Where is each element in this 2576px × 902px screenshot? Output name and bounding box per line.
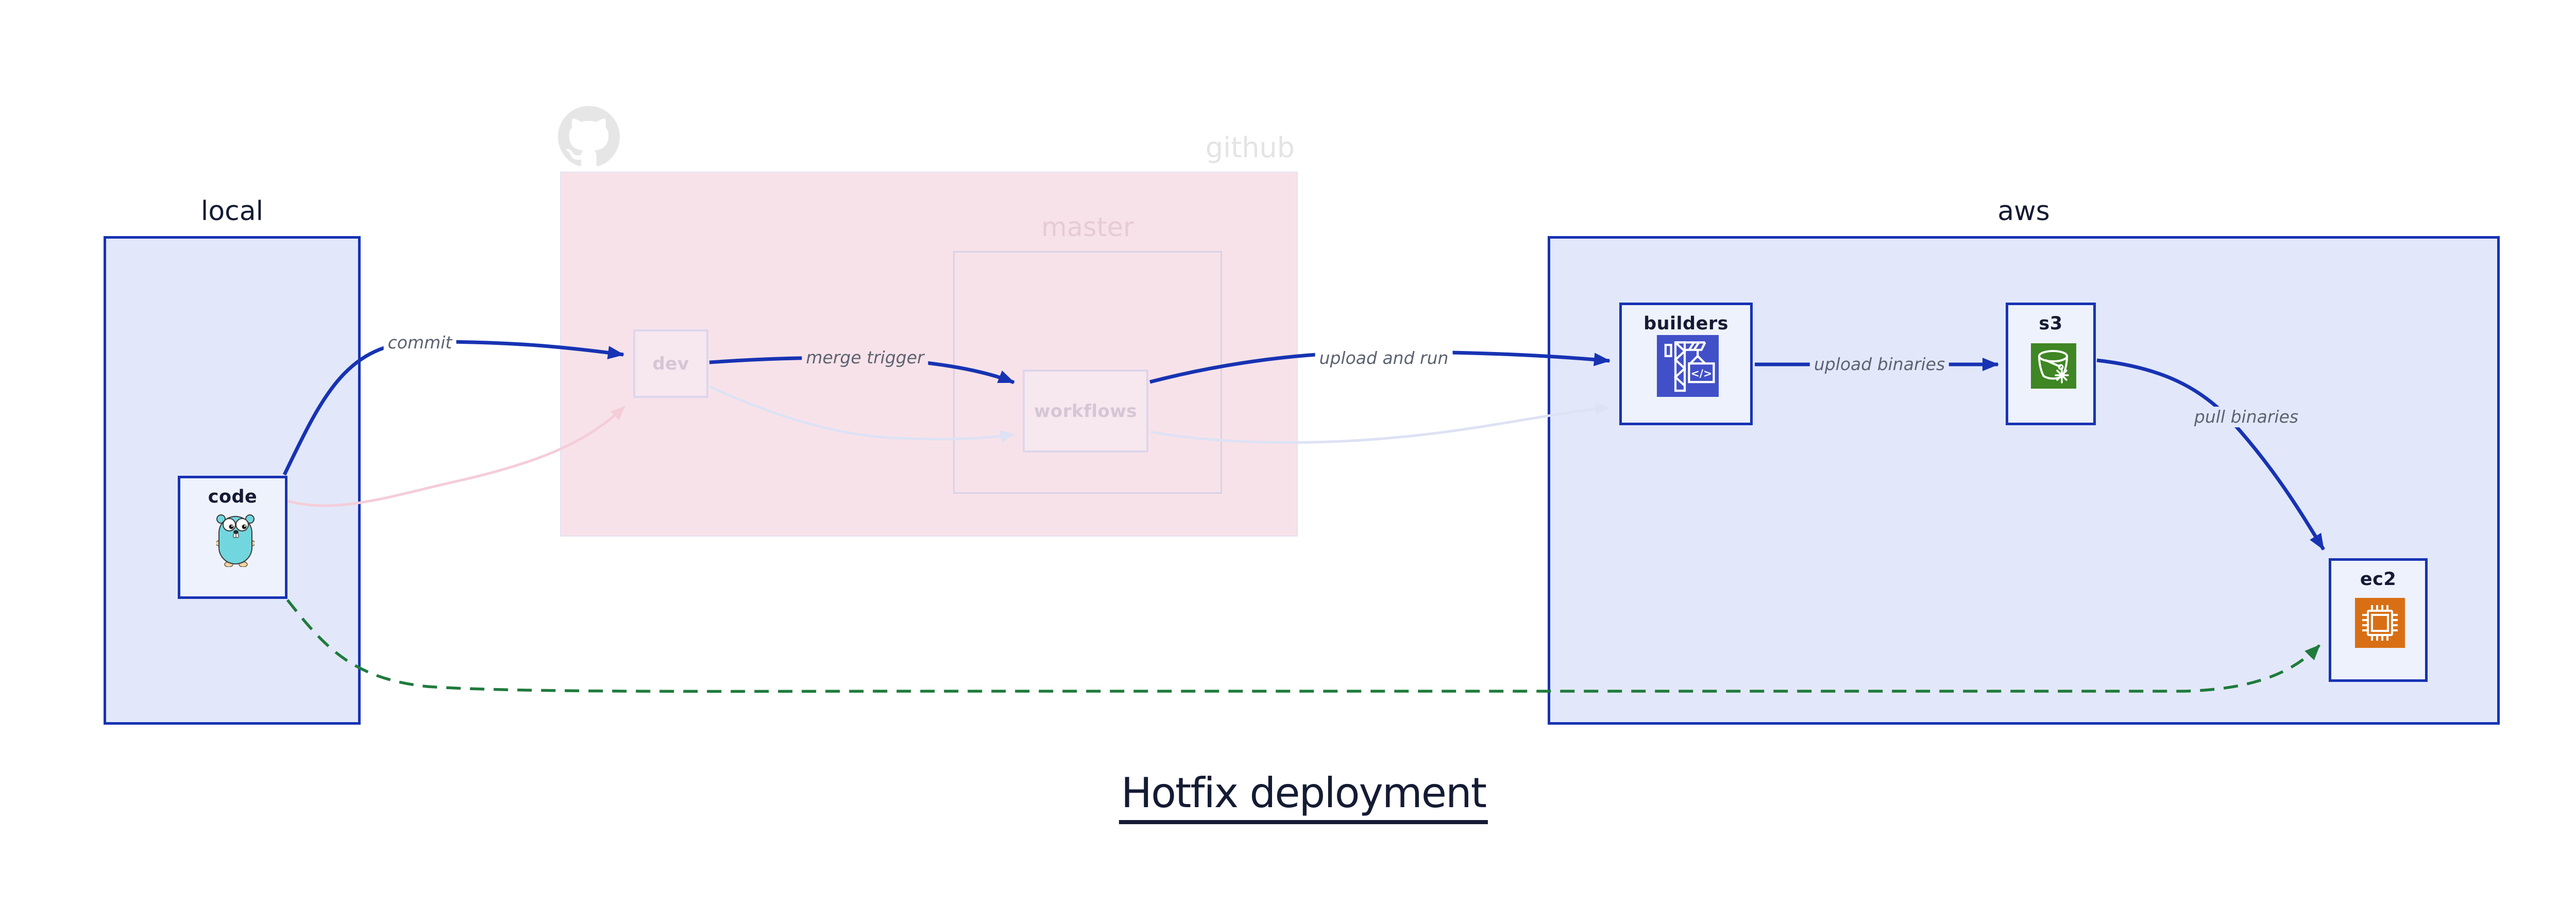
edge-commit (282, 340, 624, 476)
edge-label-upload-and-run: upload and run (1315, 348, 1453, 369)
region-master-label: master (1041, 212, 1134, 243)
ec2-chip-icon (2355, 598, 2405, 648)
region-local-label: local (200, 196, 264, 227)
edge-faded-dev-workflows (708, 385, 1015, 443)
edge-label-upload-binaries: upload binaries (1809, 354, 1950, 375)
go-gopher-icon (216, 514, 255, 567)
node-s3-label: s3 (2039, 313, 2063, 334)
node-s3: s3 (2006, 303, 2096, 425)
edge-label-pull-binaries: pull binaries (2190, 407, 2303, 427)
node-builders: builders </> (1619, 303, 1753, 425)
svg-text:</>: </> (1691, 368, 1713, 380)
edge-label-commit: commit (383, 332, 456, 353)
node-ec2-label: ec2 (2360, 569, 2397, 590)
edge-hotfix-dashed (286, 599, 2320, 693)
node-code: code (178, 476, 287, 599)
node-ec2: ec2 (2329, 558, 2428, 682)
edge-label-merge-trigger: merge trigger (802, 347, 928, 368)
region-master-box (953, 251, 1222, 494)
s3-bucket-snowflake-icon (2031, 343, 2076, 389)
codebuild-crane-icon: </> (1657, 335, 1719, 397)
node-dev: dev (633, 329, 708, 398)
node-workflows: workflows (1023, 370, 1148, 453)
edge-faded-workflows-builders (1150, 403, 1609, 444)
edge-pull-binaries (2096, 358, 2325, 550)
node-workflows-label: workflows (1033, 400, 1138, 422)
edge-faded-code-dev (287, 406, 625, 507)
github-octocat-icon (558, 106, 620, 166)
diagram-title: Hotfix deployment (1118, 769, 1488, 824)
node-dev-label: dev (652, 353, 689, 374)
region-aws-label: aws (1997, 196, 2050, 227)
region-github-label: github (1205, 131, 1295, 164)
node-code-label: code (208, 487, 258, 507)
node-builders-label: builders (1643, 313, 1728, 334)
